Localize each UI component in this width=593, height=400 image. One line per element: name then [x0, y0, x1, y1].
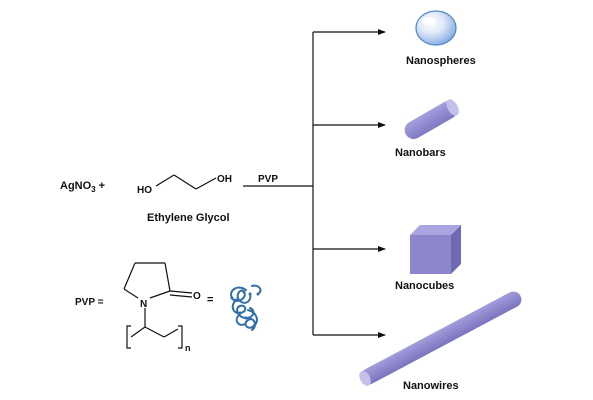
nanocube-shape — [410, 225, 461, 274]
ethylene-glycol-label: Ethylene Glycol — [147, 212, 230, 224]
pvp-structure — [123, 262, 193, 349]
nanobar-shape — [404, 99, 459, 139]
polymer-coil-beads — [230, 290, 260, 328]
pvp-oxygen: O — [193, 291, 201, 302]
agno3-label: AgNO3+ — [60, 180, 105, 194]
nanosphere-shape — [415, 10, 457, 46]
nanocubes-label: Nanocubes — [395, 280, 454, 292]
nanowire-shape — [359, 291, 522, 386]
polymer-coil-icon — [230, 284, 262, 331]
ethylene-glycol-structure — [155, 174, 217, 190]
pvp-subscript-n: n — [185, 343, 191, 353]
nanowires-label: Nanowires — [403, 380, 459, 392]
nanospheres-label: Nanospheres — [406, 55, 476, 67]
nanobars-label: Nanobars — [395, 147, 446, 159]
nanosphere-highlight — [422, 17, 436, 25]
pvp-nitrogen: N — [140, 299, 147, 310]
pvp-arrow-label: PVP — [258, 174, 278, 185]
oh-group: OH — [217, 174, 232, 185]
ho-group: HO — [137, 185, 152, 196]
pvp-equals-sign: = — [207, 294, 213, 306]
pvp-equals-label: PVP = — [75, 297, 104, 308]
